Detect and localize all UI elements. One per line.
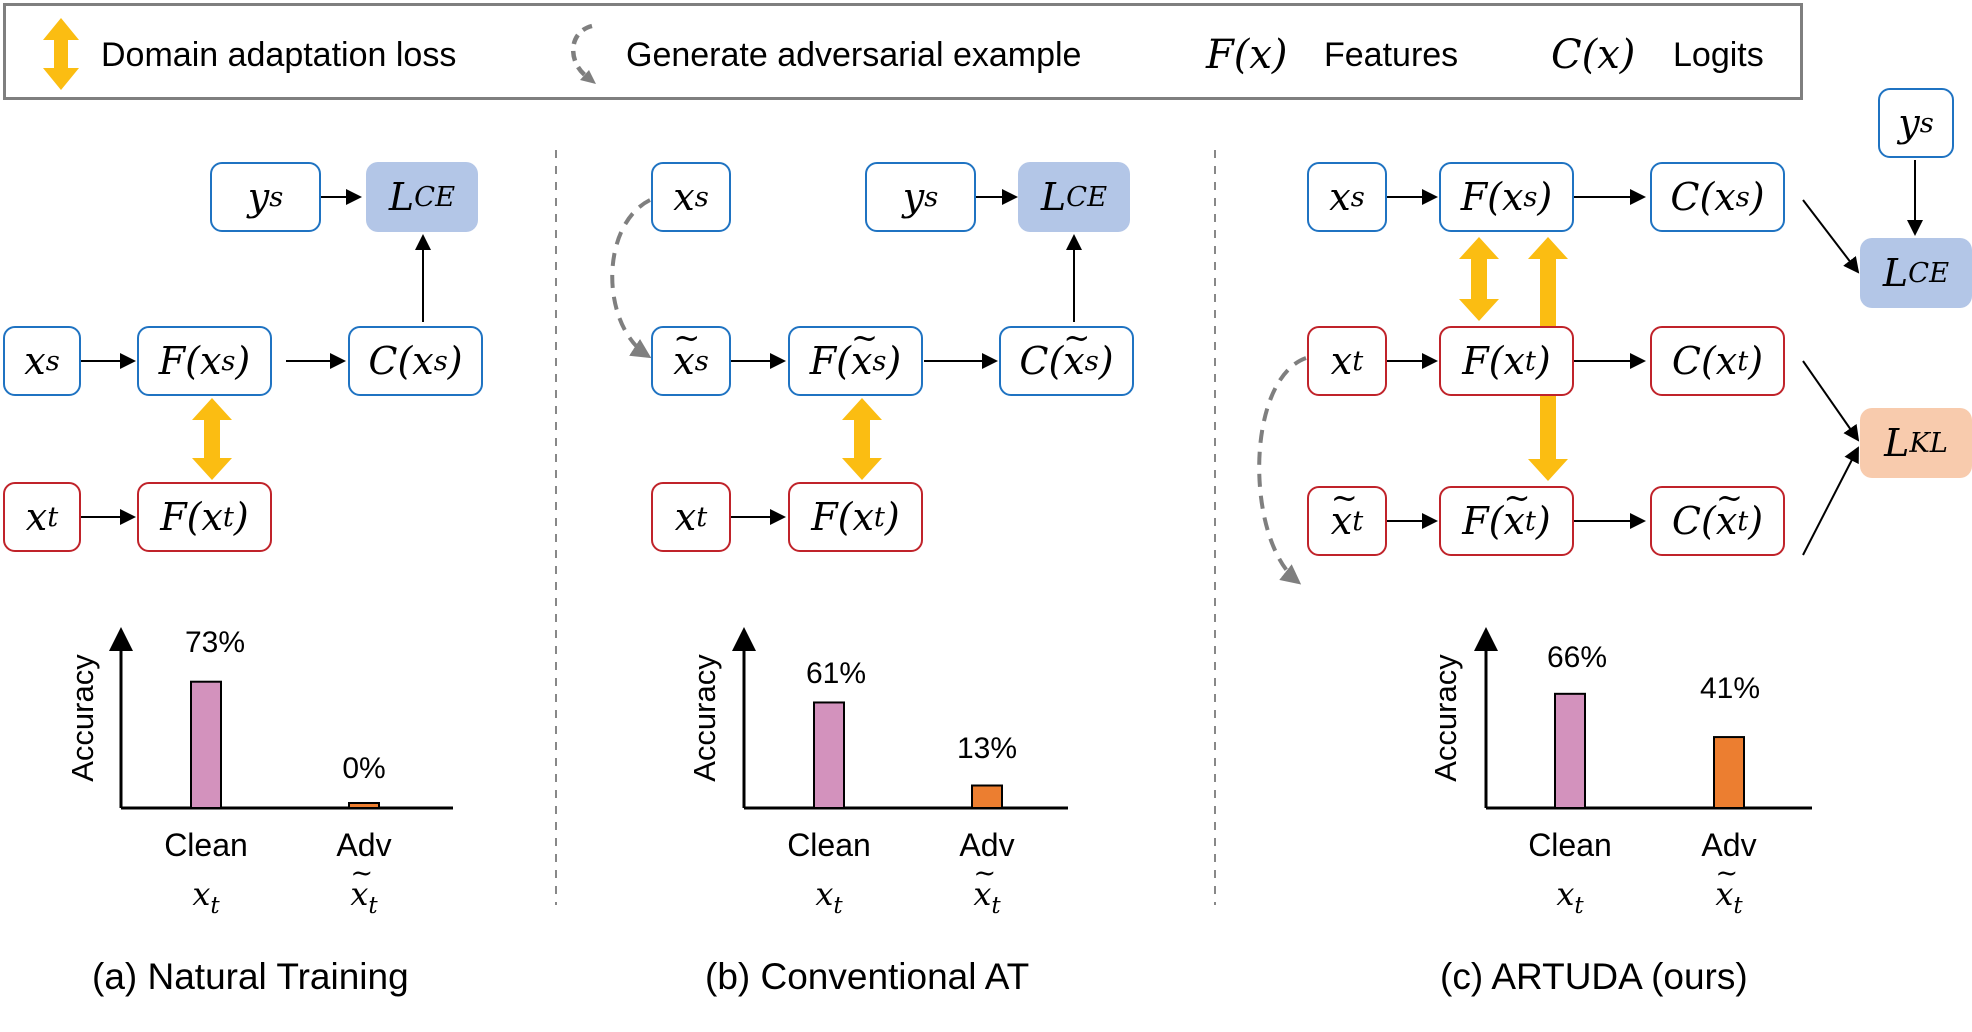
adversarial-arrow-icon [570,23,596,84]
chart-c-value-clean: 66% [1546,641,1608,674]
legend-domain-adaptation-label: Domain adaptation loss [101,36,457,74]
chart-c-cat-adv: Adv [1701,827,1757,863]
chart-a-var-adv: xt [294,858,434,919]
legend-features-label: Features [1324,36,1459,74]
panel-b-da-arrow [842,398,882,480]
node-b-xs-adv: xs [651,319,731,396]
chart-a-cat-adv: Adv [336,827,392,863]
panel-c-adv-arrow [1257,356,1307,585]
caption-a: (a) Natural Training [92,956,409,997]
chart-bars [190,680,1745,810]
node-b-cxs-adv: C(xs) [999,319,1134,396]
chart-b-bar-clean [813,701,845,809]
legend-logits-label: Logits [1673,36,1764,74]
chart-a-cat-clean: Clean [164,827,248,863]
chart-b-cat-adv: Adv [959,827,1015,863]
chart-b-var-adv: xt [917,858,1057,919]
panel-a-da-arrow [192,398,232,480]
panel-b-adv-arrow [610,198,652,359]
chart-b-cat-clean: Clean [787,827,871,863]
domain-adaptation-arrow-icon [43,18,79,90]
legend: Domain adaptation loss Generate adversar… [3,3,1803,100]
chart-a-value-clean: 73% [184,626,246,659]
chart-c-value-adv: 41% [1699,672,1761,705]
caption-c: (c) ARTUDA (ours) [1440,956,1748,997]
legend-features-symbol: F(x) [1206,32,1288,78]
chart-c-var-clean: xt [1556,875,1584,920]
panel-c-da-arrow-short [1459,237,1499,321]
chart-a-var-clean: xt [192,875,220,920]
chart-c-ylabel: Accuracy [1428,654,1463,782]
chart-a-value-adv: 0% [342,752,386,785]
node-c-xt-adv: xt [1307,479,1387,556]
chart-b-ylabel: Accuracy [687,654,722,782]
node-b-fxs-adv: F(xs) [788,319,923,396]
chart-c-cat-clean: Clean [1528,827,1612,863]
chart-c-var-adv: xt [1659,858,1799,919]
node-c-cxt-adv: C(xt) [1650,479,1785,556]
chart-a-bar-adv [348,802,380,809]
chart-b-bar-adv [971,784,1003,810]
chart-b-value-adv: 13% [956,732,1018,765]
chart-c-bar-clean [1554,692,1586,810]
legend-adversarial-label: Generate adversarial example [626,36,1082,74]
chart-a-bar-clean [190,680,222,810]
caption-b: (b) Conventional AT [705,956,1030,997]
legend-logits-symbol: C(x) [1551,32,1636,78]
panel-c-edges [1384,160,1923,556]
node-c-fxt-adv: F(xt) [1439,479,1574,556]
chart-axes [109,627,1812,810]
chart-c-bar-adv [1713,736,1745,810]
chart-b-value-clean: 61% [805,657,867,690]
chart-a-ylabel: Accuracy [65,654,100,782]
chart-b-var-clean: xt [815,875,843,920]
